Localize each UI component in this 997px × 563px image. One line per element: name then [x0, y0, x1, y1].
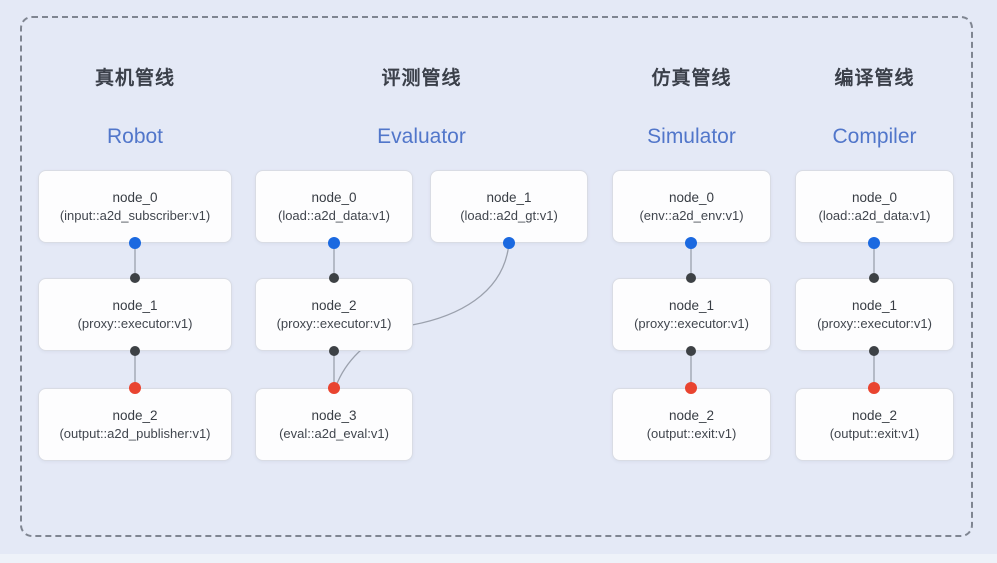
- node-type: (load::a2d_gt:v1): [460, 208, 558, 224]
- node-name: node_1: [486, 189, 532, 205]
- node-card-evaluator-node1: node_1 (load::a2d_gt:v1): [430, 170, 588, 243]
- pipeline-title-en-simulator: Simulator: [647, 125, 736, 148]
- dashed-frame: [20, 16, 973, 537]
- pipeline-title-zh-compiler: 编译管线: [834, 67, 915, 89]
- node-type: (output::exit:v1): [829, 426, 920, 442]
- node-name: node_0: [668, 189, 715, 205]
- node-card-evaluator-node0: node_0 (load::a2d_data:v1): [255, 170, 413, 243]
- node-name: node_2: [112, 407, 158, 423]
- pipeline-title-zh-simulator: 仿真管线: [651, 67, 732, 89]
- pipeline-title-en-compiler: Compiler: [832, 125, 917, 148]
- node-card-compiler-node0: node_0 (load::a2d_data:v1): [795, 170, 954, 243]
- node-name: node_2: [311, 297, 357, 313]
- node-name: node_0: [112, 189, 158, 205]
- node-card-evaluator-node3: node_3 (eval::a2d_eval:v1): [255, 388, 413, 461]
- node-type: (proxy::executor:v1): [77, 316, 193, 332]
- node-card-evaluator-node2: node_2 (proxy::executor:v1): [255, 278, 413, 351]
- node-type: (load::a2d_data:v1): [818, 208, 931, 224]
- page-bottom-strip: [0, 554, 997, 563]
- node-type: (proxy::executor:v1): [634, 316, 749, 332]
- pipeline-title-en-evaluator: Evaluator: [377, 125, 466, 148]
- node-name: node_0: [851, 189, 898, 205]
- node-card-compiler-node2: node_2 (output::exit:v1): [795, 388, 954, 461]
- node-name: node_3: [311, 407, 357, 423]
- node-card-simulator-node2: node_2 (output::exit:v1): [612, 388, 771, 461]
- node-name: node_1: [851, 297, 898, 313]
- node-card-robot-node1: node_1 (proxy::executor:v1): [38, 278, 232, 351]
- node-type: (output::exit:v1): [646, 426, 737, 442]
- node-name: node_2: [851, 407, 898, 423]
- node-card-robot-node0: node_0 (input::a2d_subscriber:v1): [38, 170, 232, 243]
- node-type: (env::a2d_env:v1): [639, 208, 744, 224]
- node-card-robot-node2: node_2 (output::a2d_publisher:v1): [38, 388, 232, 461]
- node-card-simulator-node1: node_1 (proxy::executor:v1): [612, 278, 771, 351]
- pipeline-title-en-robot: Robot: [106, 125, 164, 148]
- node-name: node_1: [668, 297, 715, 313]
- node-type: (proxy::executor:v1): [817, 316, 932, 332]
- node-card-compiler-node1: node_1 (proxy::executor:v1): [795, 278, 954, 351]
- node-type: (input::a2d_subscriber:v1): [59, 208, 211, 224]
- node-name: node_0: [311, 189, 357, 205]
- pipeline-title-zh-evaluator: 评测管线: [381, 67, 462, 89]
- node-type: (output::a2d_publisher:v1): [59, 426, 211, 442]
- node-card-simulator-node0: node_0 (env::a2d_env:v1): [612, 170, 771, 243]
- node-type: (eval::a2d_eval:v1): [279, 426, 389, 442]
- pipeline-title-zh-robot: 真机管线: [94, 67, 175, 89]
- node-name: node_2: [668, 407, 715, 423]
- node-type: (proxy::executor:v1): [276, 316, 392, 332]
- node-type: (load::a2d_data:v1): [277, 208, 391, 224]
- node-name: node_1: [112, 297, 158, 313]
